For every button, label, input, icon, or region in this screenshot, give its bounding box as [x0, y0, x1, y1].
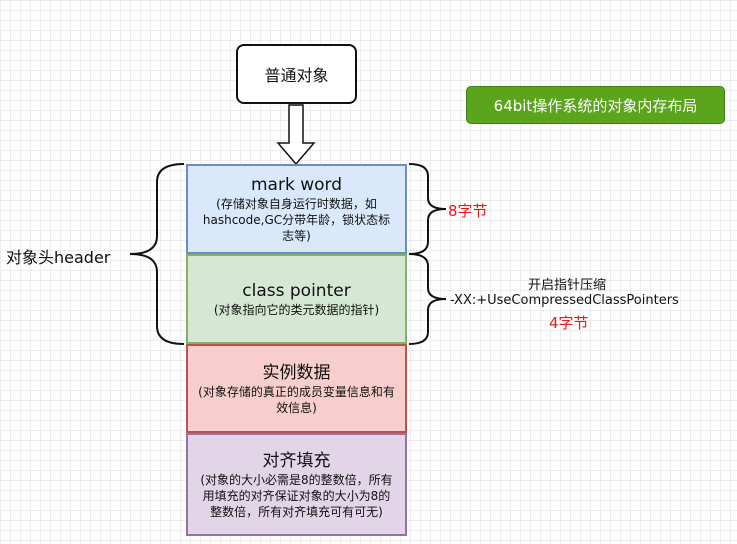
padding-desc: (对象的大小必需是8的整数倍，所有用填充的对齐保证对象的大小为8的整数倍，所有对… — [200, 472, 393, 519]
ordinary-object-node: 普通对象 — [236, 44, 357, 104]
header-label: 对象头header — [6, 248, 111, 267]
compress-flag-label: -XX:+UseCompressedClassPointers — [450, 293, 679, 308]
padding-block: 对齐填充 (对象的大小必需是8的整数倍，所有用填充的对齐保证对象的大小为8的整数… — [186, 433, 407, 536]
class-brace — [408, 253, 447, 345]
class-pointer-desc: (对象指向它的类元数据的指针) — [213, 303, 380, 317]
mark-word-block: mark word (存储对象自身运行时数据，如hashcode,GC分带年龄，… — [186, 164, 407, 254]
down-arrow — [276, 104, 316, 166]
layout-title-badge: 64bit操作系统的对象内存布局 — [466, 86, 725, 124]
mark-word-title: mark word — [250, 175, 342, 195]
mark-brace — [408, 163, 447, 255]
mark-size-label: 8字节 — [448, 202, 488, 220]
class-pointer-block: class pointer (对象指向它的类元数据的指针) — [186, 254, 407, 344]
class-size-label: 4字节 — [549, 314, 589, 332]
class-pointer-title: class pointer — [242, 281, 351, 301]
instance-data-title: 实例数据 — [262, 362, 331, 383]
mark-word-desc: (存储对象自身运行时数据，如hashcode,GC分带年龄，锁状态标志等) — [202, 197, 391, 243]
header-brace — [129, 163, 185, 345]
instance-data-block: 实例数据 (对象存储的真正的成员变量信息和有效信息) — [186, 344, 407, 433]
compress-title-label: 开启指针压缩 — [528, 278, 607, 293]
instance-data-desc: (对象存储的真正的成员变量信息和有效信息) — [198, 384, 395, 415]
padding-title: 对齐填充 — [262, 450, 331, 471]
